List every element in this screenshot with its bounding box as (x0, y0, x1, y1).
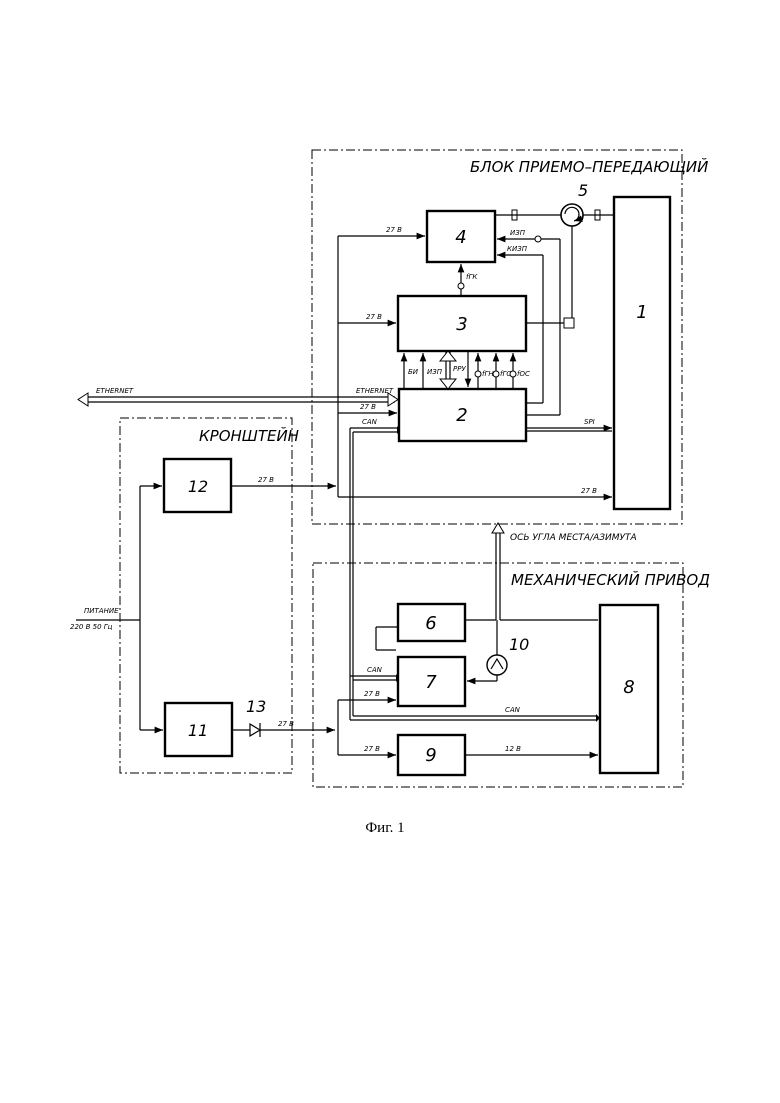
block-13-label: 13 (246, 697, 266, 716)
v27-label-1: 27 В (581, 487, 597, 495)
v27-label-12: 27 В (258, 476, 274, 484)
bracket-title: КРОНШТЕЙН (199, 426, 299, 445)
kizp-label: КИЗП (507, 245, 528, 253)
fgk-label: fГК (466, 273, 478, 281)
block-8-label: 8 (623, 677, 634, 698)
block-1-label: 1 (636, 302, 647, 323)
bi-label: БИ (408, 368, 419, 376)
axis-label: ОСЬ УГЛА МЕСТА/АЗИМУТА (510, 533, 637, 543)
ethernet-right-label: ETHERNET (356, 387, 394, 395)
v27-label-3: 27 В (366, 313, 382, 321)
power-spec-label: 220 В 50 Гц (70, 623, 113, 631)
fos-label: fОС (517, 370, 530, 378)
diode-13-icon (250, 724, 260, 736)
v27-label-13: 27 В (278, 720, 294, 728)
v27-label-7: 27 В (364, 690, 380, 698)
block-2-label: 2 (456, 405, 467, 426)
power-label: ПИТАНИЕ (84, 607, 119, 615)
spi-label: SPI (584, 418, 595, 426)
block-4-label: 4 (455, 227, 466, 248)
block-10-label: 10 (509, 635, 529, 654)
rru-label: РРУ (453, 365, 466, 373)
can-label-8: CAN (505, 706, 521, 714)
block-3-label: 3 (456, 314, 467, 335)
block-11-label: 11 (188, 721, 208, 740)
block-7-label: 7 (425, 672, 437, 693)
v12-label: 12 В (505, 745, 521, 753)
drive-title: МЕХАНИЧЕСКИЙ ПРИВОД (511, 570, 710, 589)
block-5-label: 5 (578, 181, 588, 200)
ethernet-left-label: ETHERNET (96, 387, 134, 395)
figure-caption: Фиг. 1 (365, 820, 404, 836)
v27-label-4: 27 В (386, 226, 402, 234)
block-1 (614, 197, 670, 509)
block-12-label: 12 (188, 477, 208, 496)
transceiver-title: БЛОК ПРИЕМО–ПЕРЕДАЮЩИЙ (470, 157, 708, 176)
izp3-label: ИЗП (427, 368, 443, 376)
block-9-label: 9 (425, 745, 436, 766)
can-label-7: CAN (367, 666, 383, 674)
izp-label: ИЗП (510, 229, 526, 237)
block-6-label: 6 (425, 613, 436, 634)
v27-label-2: 27 В (360, 403, 376, 411)
can-label-2: CAN (362, 418, 378, 426)
v27-label-9: 27 В (364, 745, 380, 753)
